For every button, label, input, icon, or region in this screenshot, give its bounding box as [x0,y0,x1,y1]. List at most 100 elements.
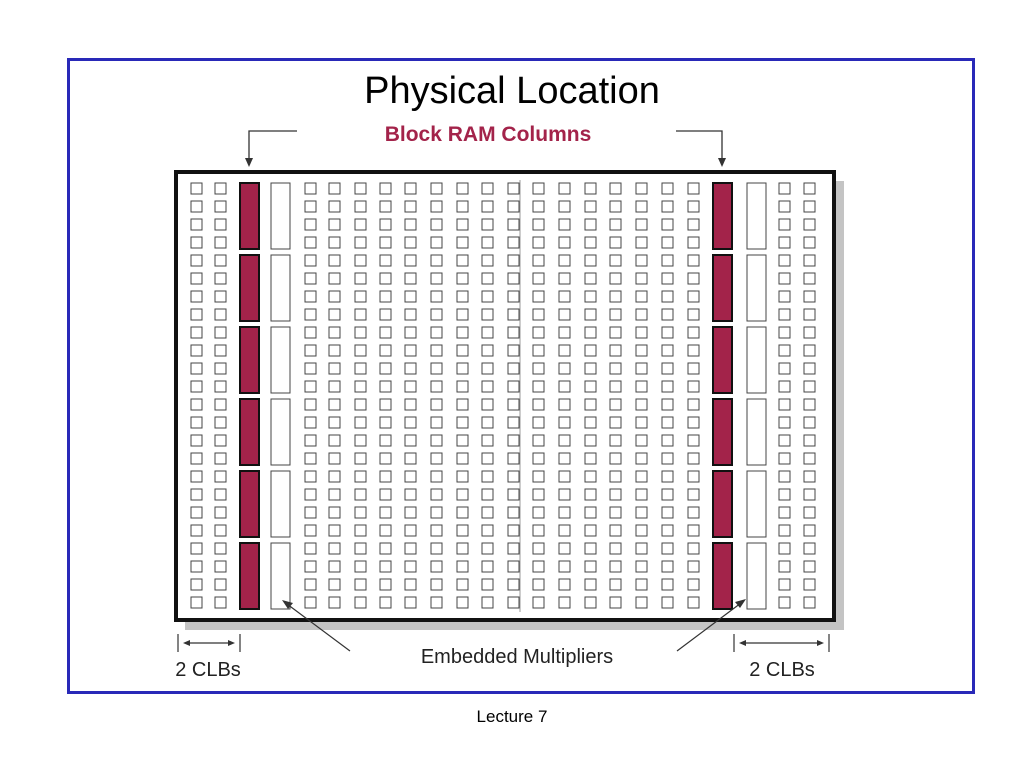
clb-cell [481,326,494,339]
clb-cell [430,470,443,483]
clb-cell [456,218,469,231]
clb-cell [481,218,494,231]
clb-cell [584,236,597,249]
block-ram-block [712,326,733,394]
clb-cell [404,344,417,357]
clb-cell [379,380,392,393]
clb-cell [532,380,545,393]
clb-cell [635,398,648,411]
clb-cell [354,578,367,591]
clb-cell [354,506,367,519]
clb-cell [661,452,674,465]
clb-dimension-left [177,634,241,652]
clb-cell [609,200,622,213]
clb-cell [430,290,443,303]
clb-cell [214,542,227,555]
clb-cell [609,290,622,303]
clb-cell [456,542,469,555]
clb-cell [584,452,597,465]
clb-cell [507,200,520,213]
clb-cell [379,272,392,285]
clb-cell [304,416,317,429]
clb-cell [778,398,791,411]
clb-cell [507,236,520,249]
clb-cell [507,488,520,501]
clb-cell [190,290,203,303]
clb-cell [507,182,520,195]
clb-cell [304,542,317,555]
clb-cell [558,578,571,591]
clb-cell [584,344,597,357]
clb-cell [558,542,571,555]
clb-cell [456,434,469,447]
clb-cell [778,182,791,195]
clb-cell [379,524,392,537]
clb-cell [609,470,622,483]
clb-cell [190,470,203,483]
clb-cell [507,506,520,519]
clb-cell [558,380,571,393]
clb-cell [404,578,417,591]
clb-cell [635,596,648,609]
footer-lecture-label: Lecture 7 [476,707,548,726]
clb-cell [354,200,367,213]
clb-cell [481,182,494,195]
clb-cell [379,218,392,231]
clb-cell [778,362,791,375]
block-ram-block [239,182,260,250]
clb-cell [190,254,203,267]
clb-cell [456,560,469,573]
clb-cell [584,578,597,591]
clb-cell [635,434,648,447]
clb-cell [379,308,392,321]
clb-cell [507,470,520,483]
clb-cell [481,506,494,519]
clb-cell [430,344,443,357]
clb-cell [430,326,443,339]
clb-cell [661,272,674,285]
clb-cell [635,362,648,375]
clb-cell [609,434,622,447]
clb-cell [803,416,816,429]
clb-cell [481,524,494,537]
clb-cell [190,578,203,591]
clb-cell [328,380,341,393]
clb-cell [214,326,227,339]
clb-cell [532,326,545,339]
clb-cell [354,416,367,429]
clb-cell [379,254,392,267]
clb-cell [778,236,791,249]
embedded-multiplier-block [746,326,767,394]
clb-cell [778,434,791,447]
embedded-multiplier-block [270,542,291,610]
clb-cell [609,578,622,591]
clb-cell [661,398,674,411]
clb-cell [190,560,203,573]
clb-cell [507,380,520,393]
clb-cell [379,542,392,555]
clb-cell [214,470,227,483]
clb-cell [687,434,700,447]
clb-cell [803,470,816,483]
clb-cell [803,452,816,465]
clb-cell [507,452,520,465]
clb-cell [354,488,367,501]
clb-cell [661,560,674,573]
clb-cell [456,308,469,321]
block-ram-arrow-left [245,130,297,167]
clb-cell [661,218,674,231]
embedded-multiplier-block [746,542,767,610]
clb-cell [214,344,227,357]
clb-cell [635,290,648,303]
clb-cell [481,254,494,267]
clb-cell [404,254,417,267]
clb-cell [404,470,417,483]
embedded-multiplier-block [270,254,291,322]
clb-cell [214,200,227,213]
clb-cell [354,344,367,357]
clb-cell [635,308,648,321]
clb-cell [481,416,494,429]
clb-cell [687,560,700,573]
clb-cell [354,452,367,465]
clb-cell [532,308,545,321]
